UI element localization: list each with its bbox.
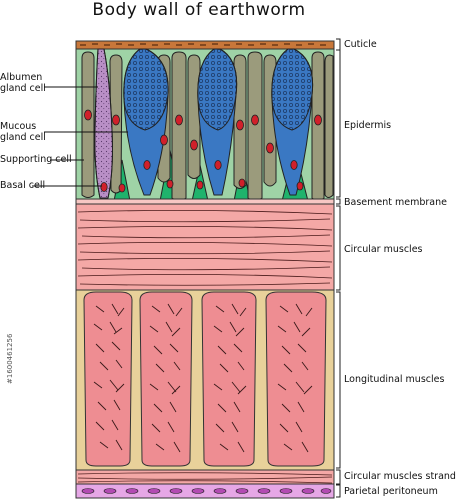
label-basement-membrane: Basement membrane	[344, 197, 447, 208]
longitudinal-muscle-layer	[75, 289, 335, 471]
parietal-peritoneum	[75, 483, 335, 499]
circular-muscle-layer	[75, 203, 335, 291]
label-circular-muscles: Circular muscles	[344, 244, 423, 255]
cell-nuclei	[84, 109, 322, 193]
label-mucous-line1: Mucous	[0, 121, 37, 132]
label-epidermis: Epidermis	[344, 120, 392, 131]
mucous-gland-cells	[123, 48, 314, 196]
label-albumen-line1: Albumen	[0, 72, 43, 83]
label-circular-muscles-strand: Circular muscles strand	[344, 471, 456, 482]
label-supporting-cell: Supporting cell	[0, 154, 72, 165]
stock-image-id: #1600461256	[6, 333, 14, 384]
label-mucous-line2: gland cell	[0, 132, 46, 143]
basement-membrane	[75, 198, 335, 205]
diagram-title: Body wall of earthworm	[92, 0, 306, 20]
label-mucous-gland-cell: Mucous gland cell	[0, 121, 46, 143]
label-albumen-gland-cell: Albumen gland cell	[0, 72, 46, 94]
label-cuticle: Cuticle	[344, 39, 377, 50]
label-parietal-peritoneum: Parietal peritoneum	[344, 486, 438, 497]
left-pointer-lines	[32, 86, 128, 187]
label-albumen-line2: gland cell	[0, 83, 46, 94]
albumen-gland-cell	[94, 48, 113, 199]
layer-brackets	[336, 38, 341, 498]
label-basal-cell: Basal cell	[0, 180, 46, 191]
cuticle-layer	[75, 40, 335, 50]
circular-muscle-strand	[75, 469, 335, 485]
label-longitudinal-muscles: Longitudinal muscles	[344, 374, 445, 385]
